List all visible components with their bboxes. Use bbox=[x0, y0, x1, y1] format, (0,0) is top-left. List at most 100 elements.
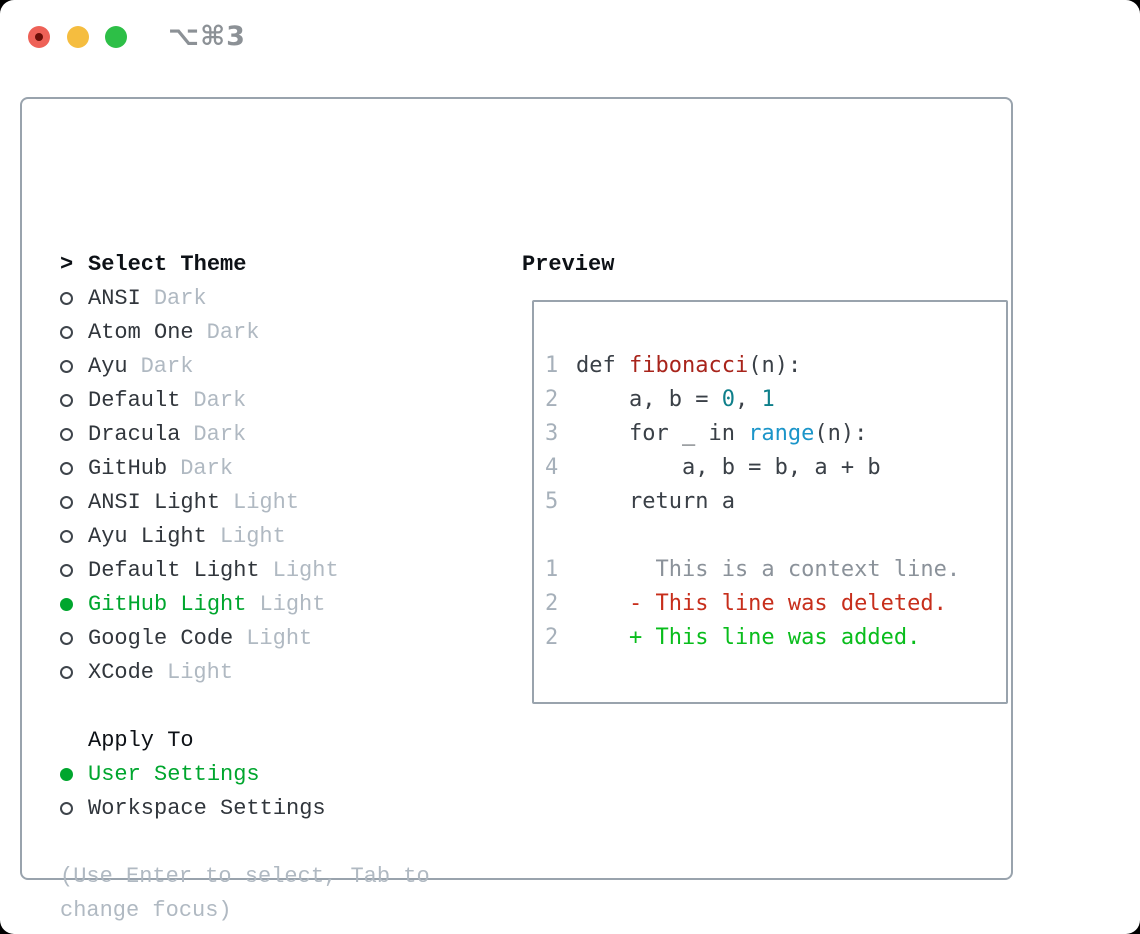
radio-unselected-icon bbox=[60, 801, 88, 815]
radio-circle bbox=[60, 495, 73, 509]
theme-name: Default Light bbox=[88, 557, 260, 583]
code-line: 2 + This line was added. bbox=[545, 620, 1006, 654]
line-number: 3 bbox=[545, 420, 559, 446]
theme-name: Default bbox=[88, 387, 181, 413]
preview-title: Preview bbox=[522, 251, 615, 277]
radio-circle bbox=[60, 461, 73, 475]
zoom-button[interactable] bbox=[105, 26, 127, 48]
apply-option-user-settings[interactable]: User Settings bbox=[60, 757, 500, 791]
spacer bbox=[60, 689, 500, 723]
radio-unselected-icon bbox=[60, 631, 88, 645]
code-token: fibonacci bbox=[628, 352, 749, 378]
theme-option-xcode[interactable]: XCode Light bbox=[60, 655, 500, 689]
radio-unselected-icon bbox=[60, 529, 88, 543]
radio-circle bbox=[60, 325, 73, 339]
theme-variant-tag: Dark bbox=[206, 319, 260, 345]
apply-option-name: Workspace Settings bbox=[88, 795, 326, 821]
minimize-button[interactable] bbox=[67, 26, 89, 48]
theme-option-github[interactable]: GitHub Dark bbox=[60, 451, 500, 485]
radio-unselected-icon bbox=[60, 359, 88, 373]
radio-unselected-icon bbox=[60, 325, 88, 339]
code-line: 2 - This line was deleted. bbox=[545, 586, 1006, 620]
code-token: , bbox=[734, 386, 762, 412]
radio-unselected-icon bbox=[60, 291, 88, 305]
radio-circle bbox=[60, 563, 73, 577]
radio-circle bbox=[60, 291, 73, 305]
code-line: 5 return a bbox=[545, 484, 1006, 518]
theme-option-default[interactable]: Default Dark bbox=[60, 383, 500, 417]
apply-option-workspace-settings[interactable]: Workspace Settings bbox=[60, 791, 500, 825]
theme-variant-tag: Dark bbox=[180, 455, 234, 481]
line-number: 5 bbox=[545, 488, 559, 514]
theme-list-title: Select Theme bbox=[88, 251, 247, 277]
code-token: - This line was deleted. bbox=[576, 590, 947, 616]
theme-option-ayu-light[interactable]: Ayu Light Light bbox=[60, 519, 500, 553]
code-content: a, b = 0, 1 bbox=[576, 387, 775, 412]
line-number: 4 bbox=[545, 454, 559, 480]
theme-name: Atom One bbox=[88, 319, 194, 345]
code-line bbox=[545, 518, 1006, 552]
code-token: 0 bbox=[721, 386, 735, 412]
theme-variant-tag: Dark bbox=[153, 285, 207, 311]
code-content: - This line was deleted. bbox=[576, 591, 947, 616]
apply-to-label: Apply To bbox=[88, 727, 194, 753]
theme-variant-tag: Light bbox=[259, 591, 326, 617]
hint-text-line: change focus) bbox=[60, 897, 232, 923]
radio-unselected-icon bbox=[60, 393, 88, 407]
theme-name: XCode bbox=[88, 659, 155, 685]
code-token: + This line was added. bbox=[576, 624, 921, 650]
theme-name: GitHub bbox=[88, 455, 168, 481]
theme-option-atom-one[interactable]: Atom One Dark bbox=[60, 315, 500, 349]
theme-variant-tag: Dark bbox=[193, 421, 247, 447]
line-number: 2 bbox=[545, 386, 559, 412]
radio-circle bbox=[60, 427, 73, 441]
radio-circle bbox=[60, 359, 73, 373]
theme-option-ansi[interactable]: ANSI Dark bbox=[60, 281, 500, 315]
code-token: (n): bbox=[814, 420, 868, 446]
spacer bbox=[60, 825, 500, 859]
theme-name: ANSI bbox=[88, 285, 141, 311]
radio-circle bbox=[60, 393, 73, 407]
theme-name: ANSI Light bbox=[88, 489, 221, 515]
code-token: range bbox=[748, 420, 815, 446]
theme-variant-tag: Dark bbox=[193, 387, 247, 413]
radio-unselected-icon bbox=[60, 495, 88, 509]
theme-variant-tag: Light bbox=[219, 523, 286, 549]
radio-circle bbox=[60, 529, 73, 543]
apply-to-header: Apply To bbox=[60, 723, 500, 757]
theme-option-github-light[interactable]: GitHub Light Light bbox=[60, 587, 500, 621]
code-content: for _ in range(n): bbox=[576, 421, 867, 446]
theme-name: Ayu Light bbox=[88, 523, 207, 549]
code-line: 1 This is a context line. bbox=[545, 552, 1006, 586]
theme-name: GitHub Light bbox=[88, 591, 247, 617]
radio-unselected-icon bbox=[60, 665, 88, 679]
radio-unselected-icon bbox=[60, 427, 88, 441]
code-content: a, b = b, a + b bbox=[576, 455, 881, 480]
close-button[interactable] bbox=[28, 26, 50, 48]
theme-variant-tag: Light bbox=[167, 659, 234, 685]
radio-circle bbox=[60, 665, 73, 679]
apply-option-name: User Settings bbox=[88, 761, 260, 787]
theme-list-header: >Select Theme bbox=[60, 247, 500, 281]
code-line: 2 a, b = 0, 1 bbox=[545, 382, 1006, 416]
code-token: This is a context line. bbox=[576, 556, 961, 582]
code-line: 4 a, b = b, a + b bbox=[545, 450, 1006, 484]
titlebar: ⌥⌘3 bbox=[0, 0, 1140, 74]
radio-unselected-icon bbox=[60, 461, 88, 475]
code-line: 3 for _ in range(n): bbox=[545, 416, 1006, 450]
close-dot-icon bbox=[35, 33, 43, 41]
code-content: + This line was added. bbox=[576, 625, 920, 650]
code-content: def fibonacci(n): bbox=[576, 353, 801, 378]
radio-selected-icon bbox=[60, 767, 88, 781]
window-title-shortcut: ⌥⌘3 bbox=[168, 21, 246, 52]
line-number: 2 bbox=[545, 624, 559, 650]
theme-name: Google Code bbox=[88, 625, 234, 651]
